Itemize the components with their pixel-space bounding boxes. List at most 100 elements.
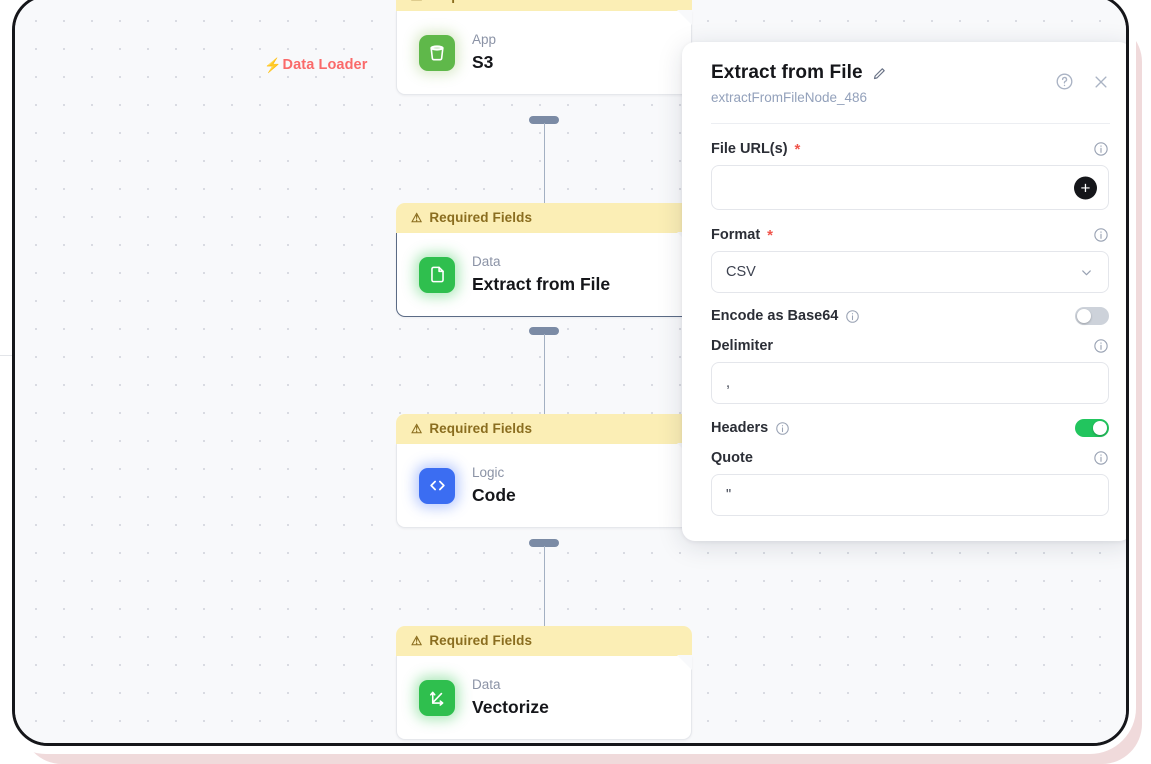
panel-body: File URL(s) * + [682,124,1126,516]
info-icon[interactable] [1093,338,1109,354]
node-body[interactable]: Logic Code [396,443,692,528]
node-vectorize[interactable]: ⚠ Required Fields Data Vectorize [396,626,692,740]
field-label-text: Quote [711,450,753,466]
required-asterisk: * [794,140,801,158]
node-kind: Data [472,676,501,692]
panel-subtitle: extractFromFileNode_486 [711,90,868,105]
info-icon[interactable] [1093,450,1109,466]
info-icon[interactable] [1093,227,1109,243]
edge-code-to-vectorize [525,539,563,635]
node-title: S3 [472,51,494,72]
encode-base64-row: Encode as Base64 [711,307,1109,325]
field-label-text: Encode as Base64 [711,308,839,324]
node-text: App S3 [472,32,496,74]
encode-base64-toggle[interactable] [1075,307,1109,325]
node-extract-from-file[interactable]: ⚠ Required Fields Data Extract from File [396,203,692,317]
required-asterisk: * [767,226,773,244]
edge-handle-source[interactable] [529,116,559,124]
edge-handle-source[interactable] [529,327,559,335]
node-banner-label: Required Fields [429,421,533,436]
left-hairline [0,355,14,356]
delimiter-input[interactable]: , [711,362,1109,404]
quote-input[interactable]: " [711,474,1109,516]
node-required-banner: ⚠ Required Fields [396,203,692,233]
node-text: Data Vectorize [472,677,549,719]
file-urls-input[interactable]: + [711,165,1109,210]
warning-triangle-icon: ⚠ [411,634,423,648]
group-tag-data-loader: ⚡ Data Loader [264,57,367,73]
node-body[interactable]: Data Vectorize [396,655,692,740]
field-quote-label-row: Quote [711,450,1109,466]
node-text: Logic Code [472,465,516,507]
warning-triangle-icon: ⚠ [411,211,423,225]
toggle-knob [1077,309,1091,323]
headers-row: Headers [711,419,1109,437]
info-icon[interactable] [1093,141,1109,157]
flow-canvas[interactable]: ⚡ Data Loader ⚠ Required Fields [15,0,1126,743]
toggle-knob [1093,421,1107,435]
node-s3[interactable]: ⚠ Required Fields App S3 [396,0,692,95]
headers-toggle[interactable] [1075,419,1109,437]
node-title: Vectorize [472,696,549,717]
node-kind: Data [472,253,501,269]
field-format-label-row: Format * [711,227,1109,243]
panel-header: Extract from File extractFromFileNode_48… [682,42,1126,105]
edge-wire [543,123,545,207]
node-code[interactable]: ⚠ Required Fields Logic Code [396,414,692,528]
field-label-text: Format [711,227,761,243]
panel-actions [1055,72,1110,96]
node-body[interactable]: Data Extract from File [396,232,692,317]
document-icon [419,256,455,293]
field-label: Headers [711,420,790,436]
node-kind: Logic [472,464,505,480]
node-banner-label: Required Fields [429,633,533,648]
panel-title-row: Extract from File [711,62,1106,84]
field-label: Delimiter [711,338,773,354]
node-required-banner: ⚠ Required Fields [396,0,692,11]
close-icon[interactable] [1092,73,1110,96]
edge-wire [543,546,545,630]
info-icon[interactable] [775,421,790,436]
panel-divider [711,123,1110,124]
chevron-down-icon [1079,265,1094,280]
help-circle-icon[interactable] [1055,72,1074,96]
group-tag-label: Data Loader [282,57,368,73]
field-delimiter-label-row: Delimiter [711,338,1109,354]
node-settings-panel: Extract from File extractFromFileNode_48… [682,42,1126,541]
node-kind: App [472,31,497,47]
format-value: CSV [726,264,756,280]
field-label: Quote [711,450,753,466]
add-url-button[interactable]: + [1074,176,1097,199]
code-brackets-icon [419,467,455,504]
quote-value: " [726,487,732,503]
node-body[interactable]: App S3 [396,10,692,95]
vector-arrows-icon [419,679,455,716]
edge-extract-to-code [525,327,563,423]
node-banner-label: Required Fields [429,210,533,225]
node-title: Extract from File [472,273,611,294]
panel-title: Extract from File [711,62,863,83]
info-icon[interactable] [845,309,860,324]
s3-bucket-icon [419,34,455,71]
node-banner-label: Required Fields [429,0,532,3]
node-required-banner: ⚠ Required Fields [396,626,692,656]
node-text: Data Extract from File [472,254,610,296]
field-label-text: Headers [711,420,769,436]
edge-handle-source[interactable] [529,539,559,547]
warning-triangle-icon: ⚠ [411,422,423,436]
field-label-text: File URL(s) [711,141,788,157]
delimiter-value: , [726,375,731,391]
node-required-banner: ⚠ Required Fields [396,414,692,444]
field-label: File URL(s) * [711,141,800,157]
edge-wire [543,334,545,418]
format-select[interactable]: CSV [711,251,1109,293]
node-title: Code [472,484,516,505]
device-frame: ⚡ Data Loader ⚠ Required Fields [12,0,1129,746]
warning-triangle-icon: ⚠ [411,0,422,3]
edge-s3-to-extract [525,116,563,212]
pencil-icon[interactable] [872,66,887,81]
lightning-bolt-icon: ⚡ [264,57,282,73]
field-label-text: Delimiter [711,338,774,354]
field-label: Format * [711,227,773,243]
field-label: Encode as Base64 [711,308,860,324]
